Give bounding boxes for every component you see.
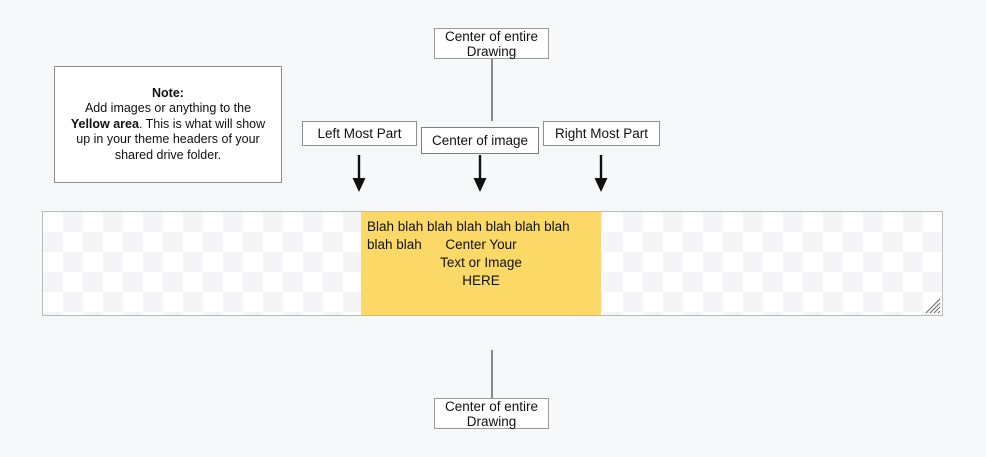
note-line-4: shared drive folder. — [114, 147, 222, 162]
note-box: Note: Add images or anything to the Yell… — [54, 66, 282, 183]
callout-top-center[interactable]: Center of entire Drawing — [434, 28, 549, 59]
yellow-center-text: Center Your Text or Image HERE — [440, 237, 522, 288]
arrow-down-icon-center — [473, 155, 487, 192]
note-line-2: . This is what will show — [138, 116, 266, 131]
connector-line-bottom — [491, 350, 493, 398]
note-line-1: Add images or anything to the — [84, 101, 252, 116]
note-text: Note: Add images or anything to the Yell… — [63, 86, 273, 164]
yellow-editable-area[interactable]: Blah blah blah blah blah blah blah blah … — [361, 212, 601, 315]
connector-line-top — [491, 59, 493, 121]
note-line-3: up in your theme headers of your — [76, 132, 260, 147]
note-emphasis: Yellow area — [70, 116, 139, 131]
callout-left-most-part[interactable]: Left Most Part — [302, 121, 417, 146]
header-canvas[interactable]: Blah blah blah blah blah blah blah blah … — [42, 211, 943, 316]
callout-bottom-center[interactable]: Center of entire Drawing — [434, 398, 549, 429]
yellow-blah-text: Blah blah blah blah blah blah blah blah … — [367, 219, 570, 252]
callout-right-most-part[interactable]: Right Most Part — [543, 121, 660, 146]
note-title: Note: — [152, 85, 184, 100]
arrow-down-icon-left — [352, 155, 366, 192]
arrow-down-icon-right — [594, 155, 608, 192]
callout-center-of-image[interactable]: Center of image — [421, 127, 539, 154]
resize-handle-icon[interactable] — [921, 294, 941, 314]
